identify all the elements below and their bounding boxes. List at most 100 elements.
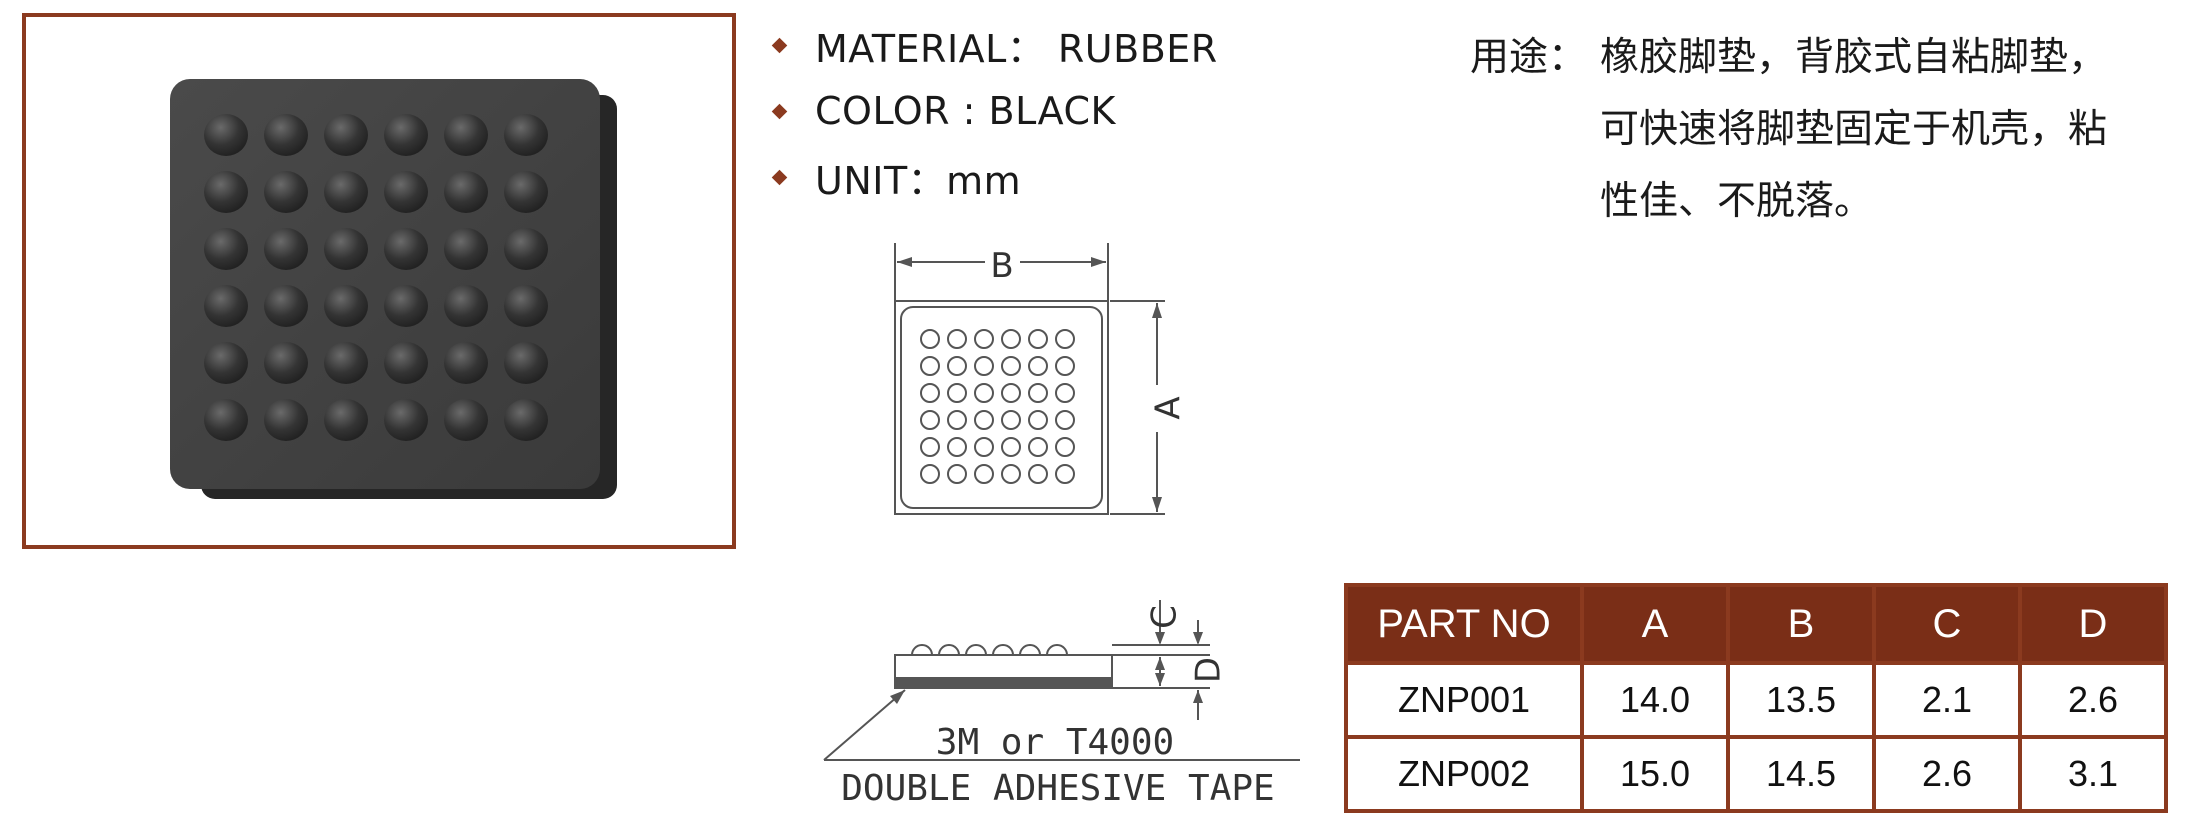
- drawing-bump-circle: [947, 410, 967, 430]
- table-header-cell: B: [1726, 583, 1876, 665]
- pad-bump: [384, 285, 428, 327]
- table-cell: ZNP002: [1344, 735, 1584, 813]
- pad-bump: [204, 114, 248, 156]
- pad-bump: [264, 342, 308, 384]
- drawing-bump-circle: [1001, 464, 1021, 484]
- pad-bump: [264, 228, 308, 270]
- pad-bump: [384, 114, 428, 156]
- drawing-bump-circle: [974, 329, 994, 349]
- pad-bump: [264, 171, 308, 213]
- drawing-bump-circle: [1001, 356, 1021, 376]
- pad-bump: [264, 114, 308, 156]
- drawing-bump-circle: [947, 329, 967, 349]
- drawing-bump-circle: [920, 329, 940, 349]
- pad-bump: [504, 114, 548, 156]
- drawing-bump-circle: [974, 356, 994, 376]
- pad-bump: [504, 228, 548, 270]
- spec-table: PART NO A B C D ZNP001 14.0 13.5 2.1 2.6…: [1344, 583, 2168, 813]
- pad-bump: [204, 171, 248, 213]
- drawing-bump-circle: [1055, 410, 1075, 430]
- pad-bump: [444, 342, 488, 384]
- usage-label: 用途：: [1470, 35, 1588, 80]
- spec-unit-text: UNIT：mm: [815, 158, 1022, 203]
- pad-bump: [504, 399, 548, 441]
- dimension-label-c: C: [1145, 605, 1185, 629]
- drawing-bump-circle: [1001, 383, 1021, 403]
- drawing-bump-circle: [1028, 356, 1048, 376]
- drawing-bump-circle: [1055, 329, 1075, 349]
- drawing-bump-circle: [1028, 329, 1048, 349]
- tape-brand-text: 3M or T4000: [936, 722, 1174, 763]
- side-view-drawing: [823, 600, 1300, 761]
- drawing-bump-circle: [920, 410, 940, 430]
- drawing-bump-circle: [1055, 356, 1075, 376]
- table-cell: 14.0: [1580, 661, 1730, 739]
- drawing-bump-circle: [920, 383, 940, 403]
- table-cell: 3.1: [2018, 735, 2168, 813]
- table-cell: 14.5: [1726, 735, 1876, 813]
- drawing-bump-circle: [1055, 437, 1075, 457]
- dimension-label-b: B: [990, 246, 1013, 286]
- usage-line: 可快速将脚垫固定于机壳，粘: [1600, 107, 2108, 152]
- drawing-bump-circle: [920, 464, 940, 484]
- table-header-cell: D: [2018, 583, 2168, 665]
- spec-item-unit: UNIT：mm: [771, 144, 1218, 210]
- pad-bump: [384, 342, 428, 384]
- drawing-bump-circle: [947, 356, 967, 376]
- drawing-bump-circle: [1055, 383, 1075, 403]
- spec-item-color: COLOR : BLACK: [771, 78, 1218, 144]
- pad-bump: [264, 399, 308, 441]
- side-bump: [938, 644, 960, 656]
- pad-bump-grid: [204, 114, 548, 441]
- drawing-bump-circle: [1055, 464, 1075, 484]
- pad-bump: [444, 228, 488, 270]
- spec-list: MATERIAL： RUBBER COLOR : BLACK UNIT：mm: [771, 12, 1218, 210]
- drawing-bump-circle: [947, 437, 967, 457]
- pad-bump: [444, 114, 488, 156]
- table-cell: 13.5: [1726, 661, 1876, 739]
- pad-bump: [324, 342, 368, 384]
- drawing-bump-circle: [920, 356, 940, 376]
- pad-bump: [204, 342, 248, 384]
- drawing-bump-circle: [920, 437, 940, 457]
- table-cell: 2.6: [2018, 661, 2168, 739]
- drawing-bump-circle: [974, 437, 994, 457]
- pad-bump: [384, 228, 428, 270]
- drawing-bump-circle: [1028, 410, 1048, 430]
- pad-bump: [204, 228, 248, 270]
- rubber-pad-photo: [170, 79, 617, 499]
- pad-bump: [444, 399, 488, 441]
- drawing-bump-circle: [1001, 329, 1021, 349]
- side-bump: [911, 644, 933, 656]
- table-row: ZNP002 15.0 14.5 2.6 3.1: [1344, 735, 2168, 813]
- table-cell: 15.0: [1580, 735, 1730, 813]
- drawing-bump-circle: [947, 464, 967, 484]
- pad-bump: [324, 228, 368, 270]
- usage-body: 橡胶脚垫，背胶式自粘脚垫， 可快速将脚垫固定于机壳，粘 性佳、不脱落。: [1600, 22, 2160, 238]
- product-photo-frame: [22, 13, 736, 549]
- side-bump: [992, 644, 1014, 656]
- tape-description-text: DOUBLE ADHESIVE TAPE: [841, 768, 1274, 809]
- table-header-cell: C: [1872, 583, 2022, 665]
- dimension-label-a: A: [1149, 396, 1189, 419]
- table-row: ZNP001 14.0 13.5 2.1 2.6: [1344, 661, 2168, 739]
- pad-bump: [504, 285, 548, 327]
- pad-bump: [324, 399, 368, 441]
- side-bump: [1019, 644, 1041, 656]
- pad-bump: [204, 285, 248, 327]
- pad-bump: [324, 171, 368, 213]
- dimension-label-d: D: [1189, 657, 1229, 683]
- table-header-cell: PART NO: [1344, 583, 1584, 665]
- side-bump: [1046, 644, 1068, 656]
- drawing-bump-circle: [974, 464, 994, 484]
- drawing-bump-circle: [1028, 464, 1048, 484]
- drawing-bump-circle: [974, 410, 994, 430]
- pad-bump: [504, 342, 548, 384]
- side-bump: [965, 644, 987, 656]
- pad-bump: [384, 399, 428, 441]
- pad-bump: [384, 171, 428, 213]
- drawing-bump-circle: [1028, 383, 1048, 403]
- table-header-cell: A: [1580, 583, 1730, 665]
- top-view-drawing: [894, 243, 1165, 515]
